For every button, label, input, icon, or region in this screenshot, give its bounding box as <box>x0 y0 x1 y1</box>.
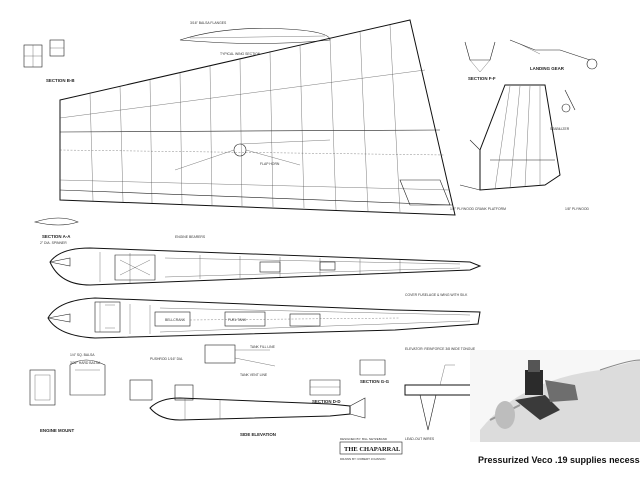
flap-flange-label: 3/16" BALSA FLANGES <box>190 21 227 25</box>
lead-outs-note: LEAD-OUT WIRES <box>405 437 435 441</box>
section-bb-label: SECTION B-B <box>46 78 75 83</box>
platform-label: 1/8" PLYWOOD CRANK PLATFORM <box>450 207 506 211</box>
fuselage-side-view: BELLCRANK FUEL TANK COVER FUSELAGE & WIN… <box>47 293 481 351</box>
flap-horn-note: FLAP HORN <box>260 162 280 166</box>
photo-caption: Pressurized Veco .19 supplies necessary … <box>478 455 640 465</box>
elevator-note: ELEVATOR: REINFORCE 3/8 WIDE TONGUE <box>405 347 476 351</box>
engine-mount-drawing: ENGINE MOUNT <box>29 359 194 433</box>
side-elevation: SIDE ELEVATION <box>149 397 366 437</box>
bellcrank-note: BELLCRANK <box>165 318 186 322</box>
title-block: DESIGNED BY: BILL NETZEBAND THE CHAPARRA… <box>339 437 403 461</box>
tank-fill-note: TANK FILL LINE <box>250 345 276 349</box>
engine-mount-label: ENGINE MOUNT <box>40 428 74 433</box>
cover-note: COVER FUSELAGE & WING WITH SILK <box>405 293 468 297</box>
wing-section-profile: 3/16" BALSA FLANGES TYPICAL WING SECTION <box>179 21 331 56</box>
section-bb-drawing: SECTION B-B <box>23 39 75 83</box>
section-aa-drawing: SECTION A-A <box>33 217 79 239</box>
section-gg-label: SECTION G-G <box>360 379 390 384</box>
section-dd-drawing: SECTION D-D <box>309 379 341 404</box>
drawn-credit: DRAWN BY: ROBERT JOHNSON <box>340 457 385 461</box>
flying-platform: 1/8" PLYWOOD CRANK PLATFORM <box>399 179 506 211</box>
section-gg-drawing: SECTION G-G <box>359 359 390 384</box>
stab-label: STABILIZER <box>550 127 570 131</box>
wing-section-label: TYPICAL WING SECTION <box>220 52 261 56</box>
landing-gear-drawing: LANDING GEAR <box>509 39 598 113</box>
side-elevation-label: SIDE ELEVATION <box>240 432 276 437</box>
stabilizer-plan: STABILIZER 1/8" PLYWOOD <box>459 84 589 211</box>
spinner-note: 2" DIA. SPINNER <box>40 241 67 245</box>
section-ff-label: SECTION F-F <box>468 76 496 81</box>
plywood-note: 1/8" PLYWOOD <box>565 207 589 211</box>
plan-title: THE CHAPARRAL <box>344 446 401 453</box>
engine-photo <box>470 350 640 442</box>
hard-balsa-note: 3/32" HARD BALSA <box>70 361 101 365</box>
pushrod-note: PUSHROD 1/16" DIA. <box>150 357 183 361</box>
tank-vent-note: TANK VENT LINE <box>240 373 268 377</box>
section-ff-drawing: SECTION F-F <box>464 41 496 81</box>
designer-credit: DESIGNED BY: BILL NETZEBAND <box>340 437 388 441</box>
section-dd-label: SECTION D-D <box>312 399 341 404</box>
engine-bearers-note: ENGINE BEARERS <box>175 235 206 239</box>
tank-schematic: TANK FILL LINE TANK VENT LINE PUSHROD 1/… <box>150 344 276 377</box>
landing-gear-label: LANDING GEAR <box>530 66 565 71</box>
balsa-note: 1/4" SQ. BALSA <box>70 353 95 357</box>
fuselage-top-view: 2" DIA. SPINNER ENGINE BEARERS <box>40 235 482 286</box>
section-aa-label: SECTION A-A <box>42 234 71 239</box>
fuel-tank-label: FUEL TANK <box>228 318 247 322</box>
wing-plan <box>59 19 456 216</box>
